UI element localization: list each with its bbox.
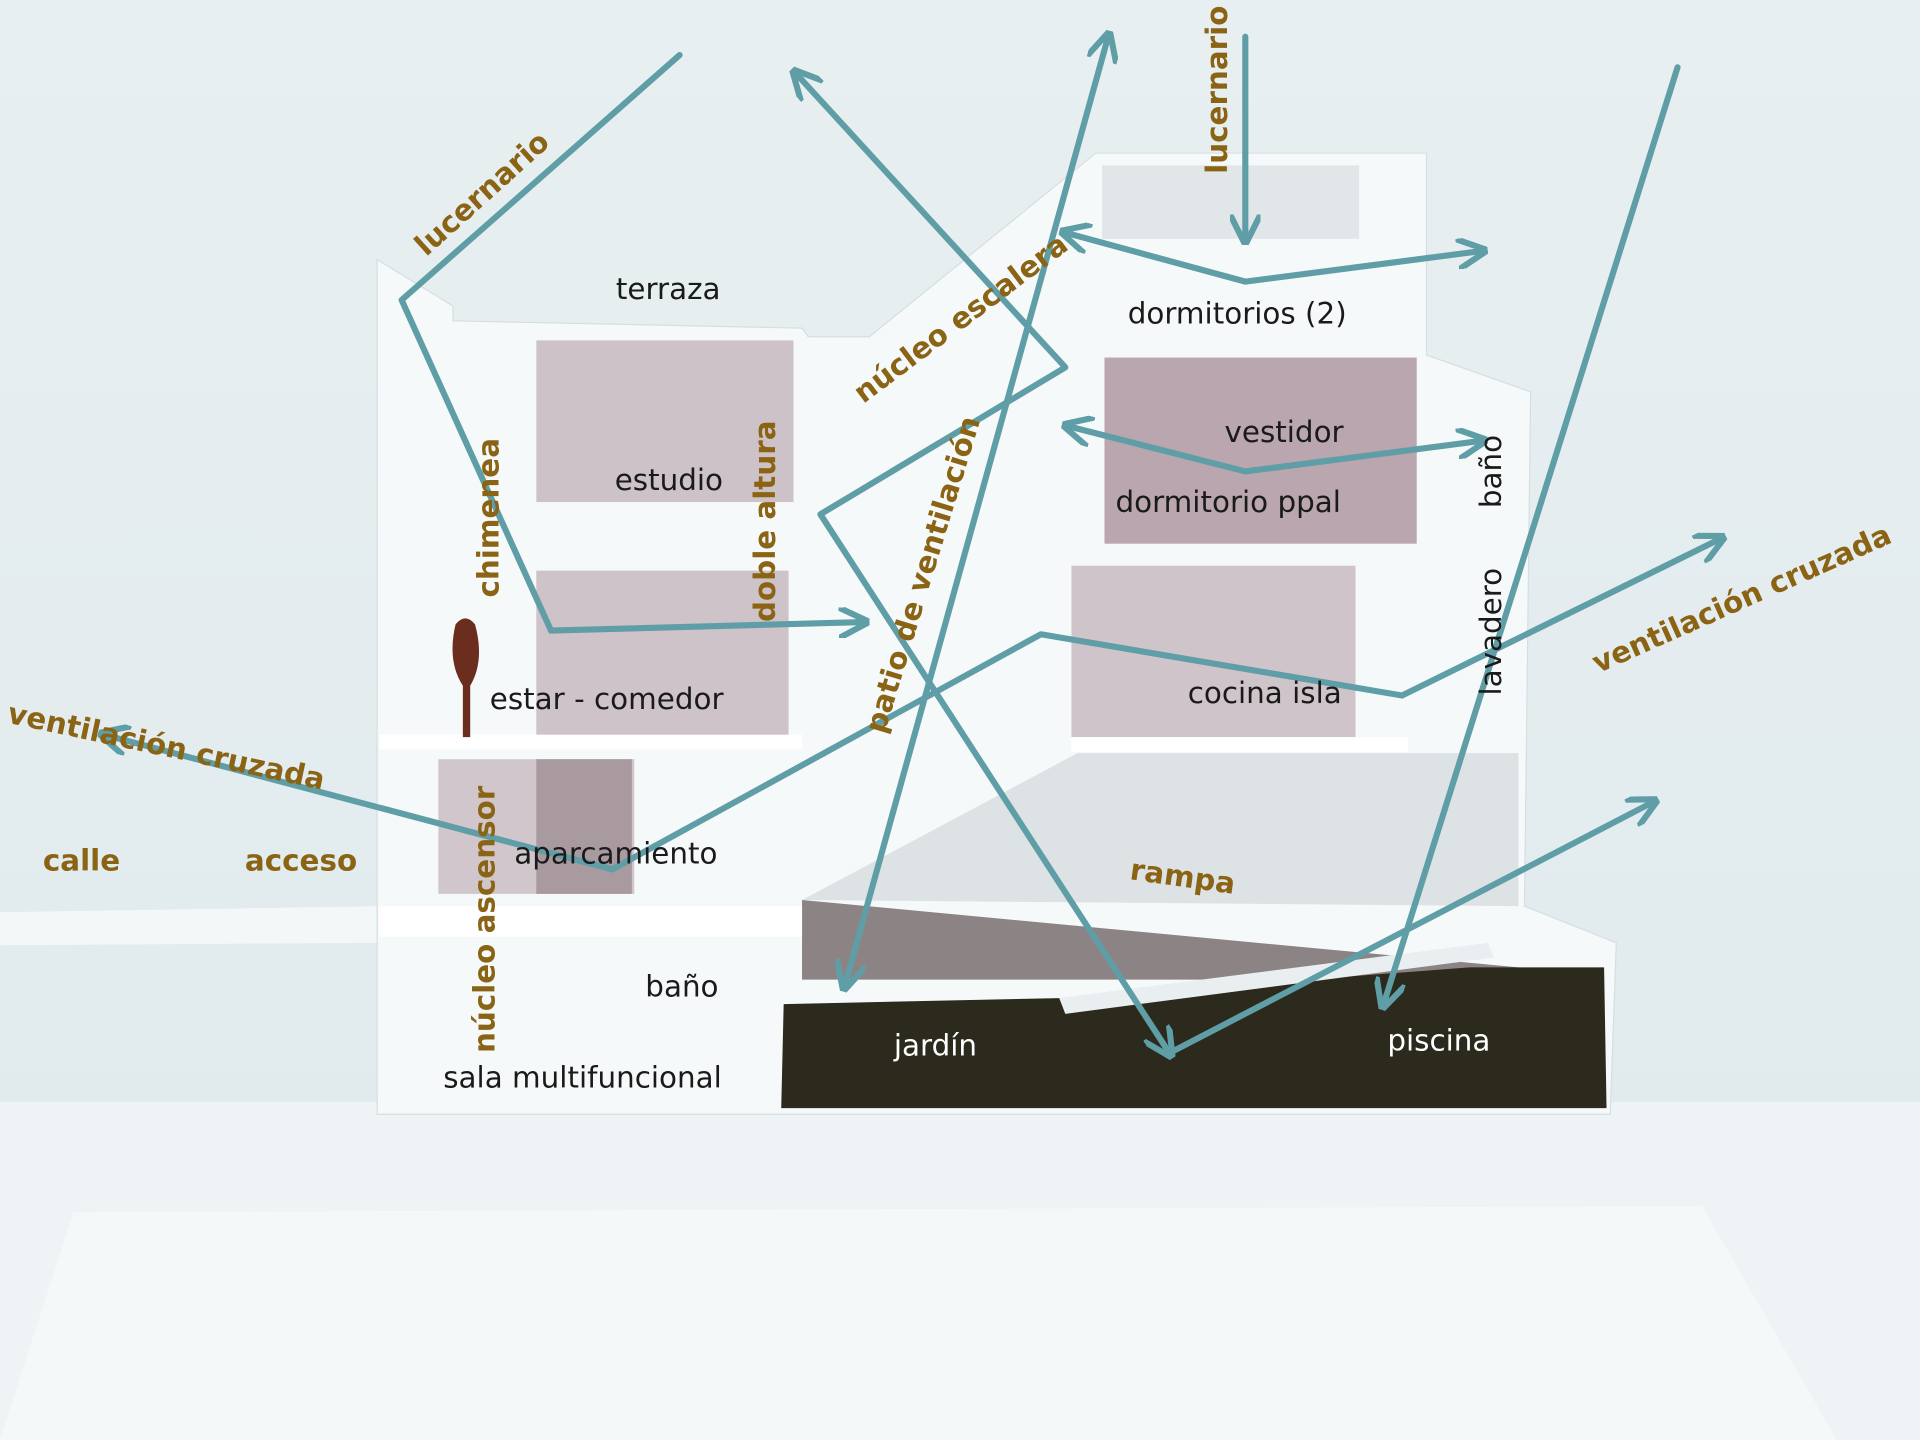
label-chimenea: chimenea [471,438,505,598]
label-bano-lower: baño [645,970,718,1004]
label-estar-comedor: estar - comedor [490,682,725,716]
label-acceso: acceso [245,844,357,878]
label-nucleo-ascensor: núcleo ascensor [468,785,502,1053]
arrow-jardin-piscina [1166,802,1653,1057]
arrow-ventilacion-cruzada [104,539,1720,873]
label-cocina-isla: cocina isla [1188,676,1342,710]
airflow-arrows [104,37,1720,1053]
label-lavadero: lavadero [1474,568,1508,696]
room-labels: terraza estudio estar - comedor aparcami… [443,272,1508,1095]
arrow-dormitorio-ppal [1068,426,1482,475]
street-slab [0,906,380,946]
label-jardin: jardín [893,1029,977,1063]
arrow-nucleo-escalera [845,37,1108,986]
label-estudio: estudio [615,463,723,497]
arrow-dormitorios [1065,233,1481,285]
label-lucernario-right: lucernario [1200,6,1234,174]
label-sala-multifuncional: sala multifuncional [443,1060,722,1094]
label-terraza: terraza [616,272,721,306]
label-dormitorios: dormitorios (2) [1128,296,1347,330]
label-calle: calle [43,844,120,878]
label-piscina: piscina [1387,1024,1490,1058]
base-board [0,1206,1837,1440]
label-dormitorio-ppal: dormitorio ppal [1116,485,1341,519]
label-vestidor: vestidor [1224,415,1344,449]
label-aparcamiento: aparcamiento [514,836,717,870]
label-bano-upper: baño [1474,435,1508,508]
label-doble-altura: doble altura [748,420,782,622]
